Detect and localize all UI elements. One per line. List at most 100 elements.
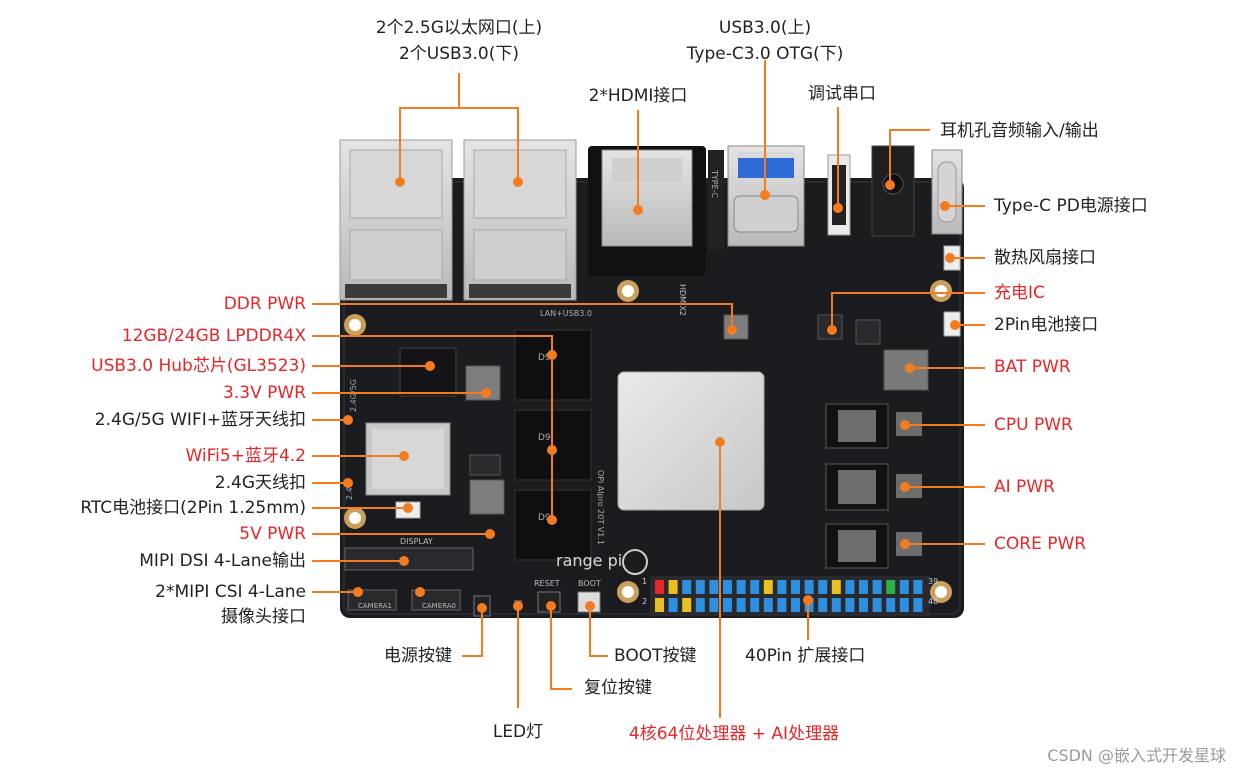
gpio-pin: [682, 580, 692, 594]
callout-dot: [485, 529, 495, 539]
gpio-pin: [750, 580, 760, 594]
pcb-silkscreen-text: CAMERA1: [358, 602, 392, 610]
callout-dot: [353, 587, 363, 597]
gpio-pin: [886, 580, 896, 594]
callout-dot: [833, 203, 843, 213]
label-debug-uart: 调试串口: [808, 84, 876, 104]
label-hdmi: 2*HDMI接口: [588, 86, 688, 106]
label-rtc: RTC电池接口(2Pin 1.25mm): [80, 498, 306, 518]
label-mipi-csi-line1: 2*MIPI CSI 4-Lane: [155, 582, 306, 602]
label-usb-hub: USB3.0 Hub芯片(GL3523): [91, 356, 306, 376]
callout-dot: [425, 361, 435, 371]
callout-dot: [547, 445, 557, 455]
callout-dot: [900, 482, 910, 492]
pcb-silkscreen-text: 2: [642, 597, 647, 606]
pcb-silkscreen-text: CAMERA0: [422, 602, 456, 610]
gpio-pin: [886, 598, 896, 612]
pcb-silkscreen-text: BOOT: [578, 579, 601, 588]
gpio-pin: [777, 580, 787, 594]
pcb-silkscreen-text: D9: [538, 353, 551, 363]
gpio-pin: [763, 598, 773, 612]
callout-dot: [900, 420, 910, 430]
callout-dots: [343, 177, 960, 613]
label-ai-pwr: AI PWR: [994, 477, 1055, 497]
callout-lines: [312, 60, 985, 718]
label-ddr-pwr: DDR PWR: [223, 294, 306, 314]
callout-dot: [727, 325, 737, 335]
pcb-silkscreen-text: 2.4G/5G: [349, 379, 358, 412]
hdmi-silk: HDMIX2: [678, 284, 687, 316]
callout-dot: [481, 388, 491, 398]
gpio-pin: [709, 580, 719, 594]
label-usb-typec-line1: USB3.0(上): [718, 18, 812, 38]
typec-pd-port: [931, 149, 963, 235]
gpio-pin: [777, 598, 787, 612]
gpio-pin: [695, 580, 705, 594]
gpio-pin: [818, 598, 828, 612]
pcb-silkscreen-text: 1: [642, 577, 647, 586]
gpio-pin: [655, 598, 664, 612]
label-mipi-dsi: MIPI DSI 4-Lane输出: [139, 551, 306, 571]
gpio-pin: [872, 580, 882, 594]
callout-dot: [585, 601, 595, 611]
callout-dot: [513, 601, 523, 611]
ethernet-usb-stack-1: [339, 139, 453, 301]
pcb-silkscreen-text: RESET: [534, 579, 560, 588]
callout-dot: [477, 603, 487, 613]
label-lpddr4x: 12GB/24GB LPDDR4X: [121, 326, 306, 346]
callout-dot: [803, 595, 813, 605]
gpio-pin: [791, 598, 800, 612]
label-lan-usb-line1: 2个2.5G以太网口(上): [375, 18, 543, 38]
label-core-pwr: CORE PWR: [994, 534, 1087, 554]
pcb-silkscreen-text: D9: [538, 433, 551, 443]
callout-dot: [950, 320, 960, 330]
pcb-silkscreen-text: 2.4G: [345, 481, 354, 500]
gpio-pin: [845, 598, 855, 612]
callout-dot: [940, 201, 950, 211]
gpio-pin: [791, 580, 800, 594]
label-led: LED灯: [492, 722, 544, 742]
label-wifi-bt: WiFi5+蓝牙4.2: [185, 446, 306, 466]
pcb-silkscreen-text: LAN+USB3.0: [540, 309, 592, 318]
gpio-pin: [682, 598, 692, 612]
pcb-silkscreen-text: OPi AIpro 20T V1.1: [596, 470, 605, 545]
callout-dot: [715, 437, 725, 447]
gpio-pin: [831, 598, 841, 612]
callout-dot: [343, 478, 353, 488]
gpio-pin: [913, 580, 923, 594]
label-audio: 耳机孔音频输入/输出: [940, 121, 1099, 141]
label-boot-button: BOOT按键: [614, 646, 697, 666]
gpio-pin: [763, 580, 773, 594]
gpio-pin: [818, 580, 828, 594]
pwr-5v-inductor: [469, 479, 505, 515]
label-power-button: 电源按键: [384, 646, 452, 666]
gpio-pin: [804, 580, 814, 594]
callout-dot: [945, 253, 955, 263]
gpio-pin: [845, 580, 855, 594]
callout-dot: [547, 515, 557, 525]
callout-dot: [900, 539, 910, 549]
gpio-pin: [695, 598, 705, 612]
gpio-pin: [736, 580, 746, 594]
label-pwr-3v3: 3.3V PWR: [223, 383, 306, 403]
pcb-silkscreen-text: TYPE-C: [710, 169, 719, 199]
callout-dot: [399, 451, 409, 461]
callout-dot: [395, 177, 405, 187]
pcb-silkscreen-text: range pi: [556, 551, 622, 570]
label-processor: 4核64位处理器 + AI处理器: [628, 724, 840, 744]
callout-dot: [905, 363, 915, 373]
label-lan-usb-line2: 2个USB3.0(下): [398, 44, 520, 64]
gpio-pin: [709, 598, 719, 612]
pcb-silkscreen-text: 40: [928, 597, 938, 606]
gpio-pin: [913, 598, 923, 612]
label-charge-ic: 充电IC: [994, 283, 1045, 303]
gpio-pin: [736, 598, 746, 612]
callout-dot: [546, 601, 556, 611]
gpio-pin: [859, 598, 868, 612]
label-bat-pwr: BAT PWR: [994, 357, 1071, 377]
charge-ic-chip: [855, 319, 881, 345]
label-cpu-pwr: CPU PWR: [994, 415, 1073, 435]
usb3-typec-stack: TYPE-C: [708, 145, 805, 250]
gpio-pin: [859, 580, 868, 594]
